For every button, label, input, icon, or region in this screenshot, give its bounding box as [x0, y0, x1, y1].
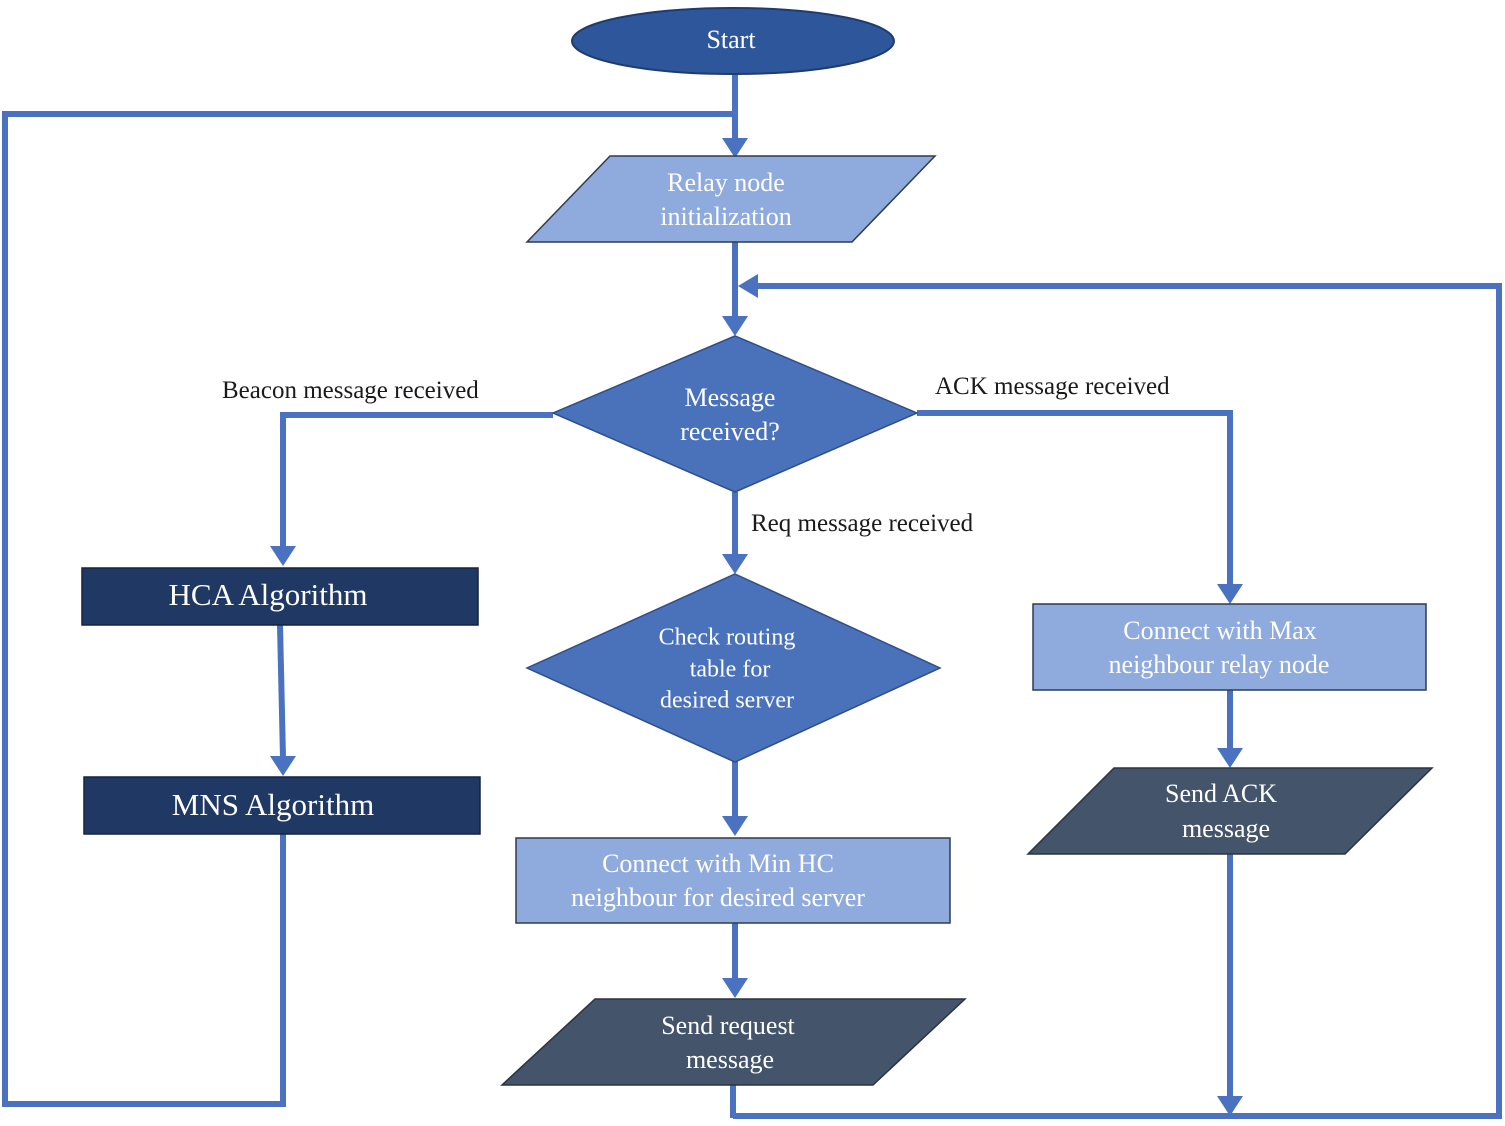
start-node: Start — [571, 7, 895, 75]
connector-ack-branch — [917, 410, 1233, 586]
message-received-node: Message received? — [551, 335, 919, 493]
connect-max-shape — [1032, 603, 1427, 691]
check-routing-label-line2: table for — [690, 657, 771, 683]
connect-max-node: Connect with Max neighbour relay node — [1032, 603, 1427, 691]
relay-init-shape — [525, 155, 937, 243]
connect-min-hc-node: Connect with Min HC neighbour for desire… — [515, 837, 951, 924]
check-routing-label-line3: desired server — [660, 688, 794, 714]
hca-node: HCA Algorithm — [81, 567, 479, 626]
send-request-shape — [500, 998, 967, 1086]
message-received-shape — [551, 335, 919, 493]
start-ellipse — [571, 7, 895, 75]
arrowhead-check-routing — [722, 554, 748, 574]
connector-right-loop — [733, 283, 1502, 1119]
relay-init-label-line2: initialization — [660, 202, 791, 231]
mns-node: MNS Algorithm — [83, 776, 481, 835]
arrowhead-relay-init — [722, 138, 748, 158]
send-request-label-line2: message — [686, 1045, 774, 1074]
mns-shape — [83, 776, 481, 835]
send-ack-label-line2: message — [1182, 814, 1270, 843]
edge-label-req: Req message received — [751, 510, 974, 537]
send-ack-label-line1: Send ACK — [1165, 779, 1277, 808]
arrowhead-connect-max — [1217, 584, 1243, 604]
connect-max-label-line2: neighbour relay node — [1109, 650, 1330, 679]
hca-shape — [81, 567, 479, 626]
connect-min-hc-label-line2: neighbour for desired server — [571, 883, 865, 912]
arrowhead-send-request — [722, 978, 748, 998]
connectors — [2, 74, 1502, 1119]
send-request-node: Send request message — [500, 998, 967, 1086]
start-label: Start — [706, 25, 756, 54]
arrowhead-loop-bottom — [1217, 1096, 1243, 1116]
connector-beacon-branch — [280, 412, 553, 548]
connect-min-hc-shape — [515, 837, 951, 924]
message-received-label-line1: Message — [685, 383, 776, 412]
edge-label-ack: ACK message received — [935, 373, 1170, 400]
arrowhead-send-ack — [1217, 748, 1243, 768]
send-ack-shape — [1026, 767, 1434, 855]
connect-max-label-line1: Connect with Max — [1123, 616, 1317, 645]
edge-label-beacon: Beacon message received — [222, 377, 479, 404]
send-request-label-line1: Send request — [661, 1011, 795, 1040]
arrowhead-connect-min-hc — [722, 816, 748, 836]
check-routing-node: Check routing table for desired server — [525, 573, 942, 763]
hca-label: HCA Algorithm — [169, 577, 368, 612]
arrowhead-mns — [270, 756, 296, 776]
arrowhead-loop-return — [738, 274, 758, 298]
relay-init-label-line1: Relay node — [667, 168, 785, 197]
arrowhead-hca — [270, 546, 296, 566]
connector-mns-loop — [2, 111, 735, 1107]
arrowhead-message-received — [722, 316, 748, 336]
relay-init-node: Relay node initialization — [525, 155, 937, 243]
message-received-label-line2: received? — [680, 417, 780, 446]
send-ack-node: Send ACK message — [1026, 767, 1434, 855]
connector-hca-to-mns — [277, 624, 286, 759]
check-routing-shape — [525, 573, 942, 763]
connect-min-hc-label-line1: Connect with Min HC — [602, 849, 834, 878]
mns-label: MNS Algorithm — [172, 787, 374, 822]
check-routing-label-line1: Check routing — [659, 625, 796, 651]
